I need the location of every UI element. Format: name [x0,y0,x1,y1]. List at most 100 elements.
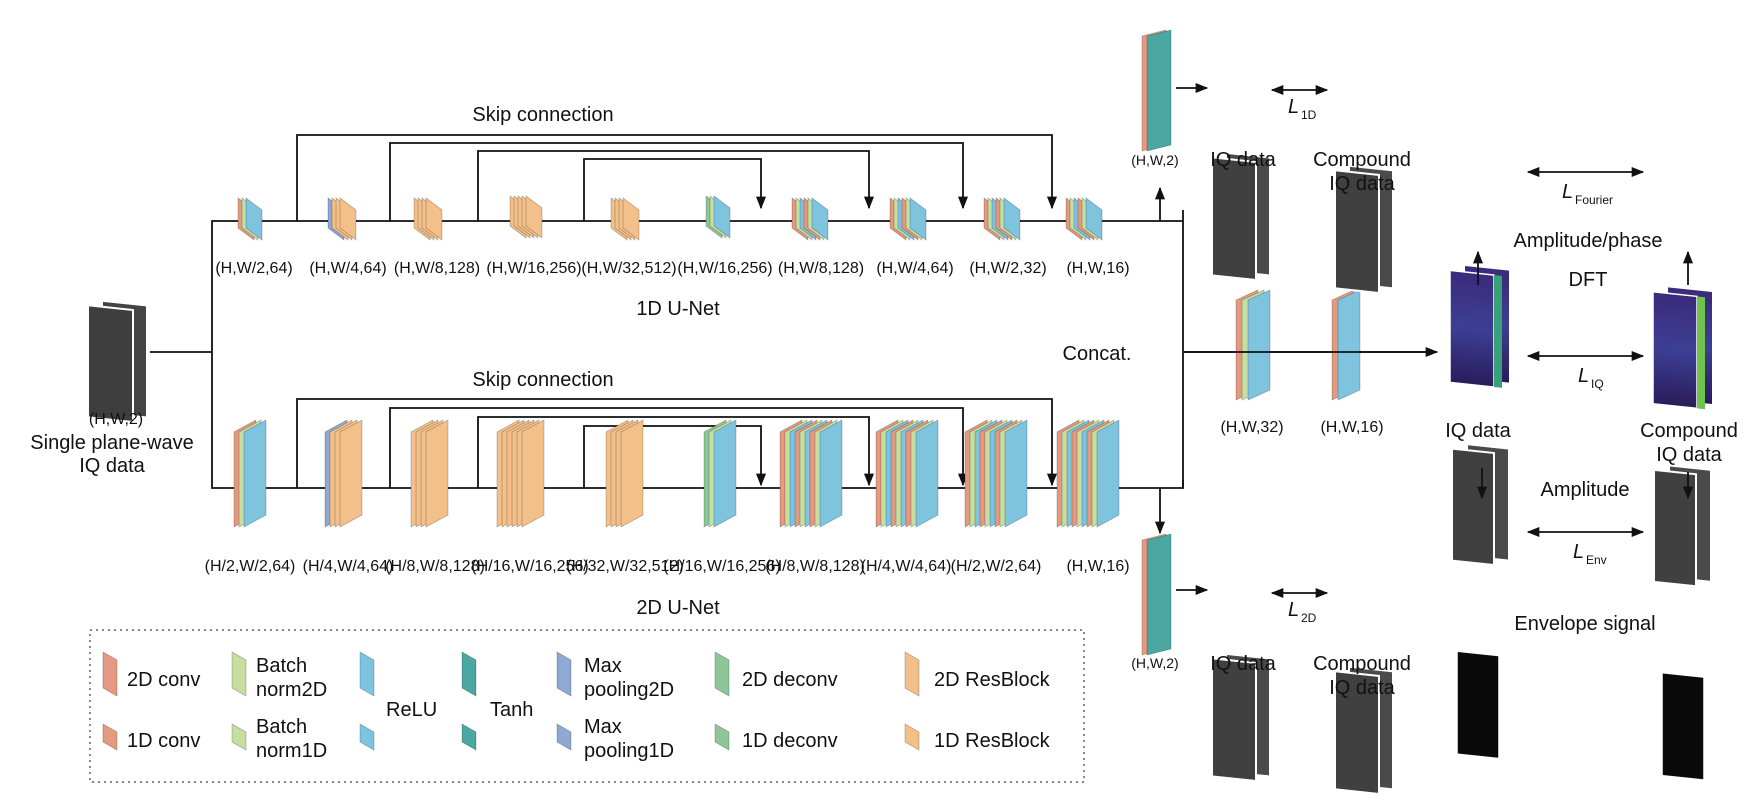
skip-connection-top-label: Skip connection [472,104,613,126]
block-1d-10-layer-5 [1085,197,1103,241]
bottom-iq-label: IQ data [1210,653,1276,675]
block-2d-10-layer-8 [1096,419,1120,528]
legend-icon-tanh2d [461,651,477,697]
unet2d-label: 2D U-Net [636,597,720,619]
skip-1d-3 [477,150,875,221]
legend-relu: ReLU [386,699,437,721]
block-1d-9-layer-5 [1003,197,1021,241]
dim-2d-1: (H/2,W/2,64) [205,558,296,575]
top-compound-label-1: Compound [1313,149,1411,171]
legend-icon-tanh1d [461,723,477,751]
block-2d-8-layer-8 [915,419,939,528]
legend-icon-bn2d [231,651,247,697]
legend-icon-res1d [904,723,920,751]
loss-env-symbol: L [1573,541,1584,563]
dim-1d-4: (H,W/16,256) [486,260,581,277]
block-2d-3-layer-3 [425,419,449,528]
top-output-layer-1 [1146,29,1172,152]
bottom-output-block [1141,533,1172,656]
loss-iq-symbol: L [1578,365,1589,387]
legend-icon-res2d [904,651,920,697]
legend-box [89,629,1085,783]
legend-icon-relu1d [359,723,375,751]
skip-1d-1 [296,134,1058,221]
legend-conv1d: 1D conv [127,730,200,752]
unet1d-main-path [150,210,1184,353]
legend-icon-relu2d [359,651,375,697]
block-1d-2-layer-3 [339,197,357,241]
bottom-out-dim: (H,W,2) [1131,655,1178,671]
legend-deconv2d: 2D deconv [742,669,838,691]
envelope-label: Envelope signal [1514,613,1655,635]
dim-1d-7: (H,W/8,128) [778,260,864,277]
dim-2d-6: (H/16,W/16,256) [663,558,780,575]
bottom-compound-label-2: IQ data [1329,677,1395,699]
input-title-1: Single plane-wave [30,432,193,454]
final-iq-label: IQ data [1445,420,1511,442]
skip-2d-2 [389,407,969,488]
dim-2d-4: (H/16,W/16,256) [471,558,588,575]
spectrum-left [1449,265,1509,388]
loss-fourier-sub: Fourier [1575,193,1613,207]
legend-mp1d-2: pooling1D [584,740,674,762]
legend-bn2d-2: norm2D [256,679,327,701]
unet2d-dims: (H/2,W/2,64) (H/4,W/4,64) (H/8,W/8,128) … [205,558,1130,575]
block-1d-4-layer-4 [525,195,543,239]
skip-2d-4 [583,425,767,488]
input-title-2: IQ data [79,455,145,477]
loss-iq-sub: IQ [1591,377,1604,391]
dim-2d-5: (H/32,W/32,512) [566,558,683,575]
concat-dim-1: (H,W,32) [1220,419,1283,436]
iq-texture [87,304,134,424]
unet1d-dims: (H,W/2,64) (H,W/4,64) (H,W/8,128) (H,W/1… [215,260,1129,277]
top-out-dim: (H,W,2) [1131,152,1178,168]
input-iq-image [87,299,148,424]
dim-1d-2: (H,W/4,64) [309,260,386,277]
dim-1d-8: (H,W/4,64) [876,260,953,277]
block-2d-5-layer-3 [620,419,644,528]
final-compound-label-1: Compound [1640,420,1738,442]
legend-res1d: 1D ResBlock [934,730,1051,752]
unet1d-blocks [237,195,1103,241]
concat-block-1-layer-2 [1247,289,1271,401]
legend-mp1d-1: Max [584,716,622,738]
bottom-output-layer-1 [1146,533,1172,656]
envelope-left [1456,650,1500,760]
concat-blocks [1235,289,1361,401]
dim-1d-10: (H,W,16) [1066,260,1129,277]
dim-1d-6: (H,W/16,256) [677,260,772,277]
dim-1d-3: (H,W/8,128) [394,260,480,277]
final-iq-image [1451,443,1510,567]
block-1d-5-layer-3 [622,197,640,241]
legend-deconv1d: 1D deconv [742,730,838,752]
legend-icons [102,651,920,751]
dft-label: DFT [1569,269,1608,291]
legend-icon-bn1d [231,723,247,751]
dim-1d-9: (H,W/2,32) [969,260,1046,277]
final-compound-image [1653,464,1712,588]
block-1d-1-layer-2 [245,197,263,241]
legend-bn1d-1: Batch [256,716,307,738]
legend-res2d: 2D ResBlock [934,669,1051,691]
block-2d-6-layer-2 [713,419,737,528]
amp-phase-label: Amplitude/phase [1514,230,1663,252]
top-output-block [1141,29,1172,152]
concat-label: Concat. [1063,343,1132,365]
block-1d-6-layer-2 [713,195,731,239]
skip-connection-bottom-label: Skip connection [472,369,613,391]
legend-bn1d-2: norm1D [256,740,327,762]
block-2d-9-layer-8 [1004,419,1028,528]
block-2d-4-layer-5 [521,419,545,528]
loss-env-sub: Env [1586,553,1607,567]
top-iq-image [1211,151,1271,282]
block-1d-7-layer-5 [811,197,829,241]
loss-2d-symbol: L [1288,599,1299,621]
skip-2d-1 [296,398,1058,488]
legend-mp2d-2: pooling2D [584,679,674,701]
bottom-iq-image [1211,652,1271,783]
legend-icon-conv1d [102,723,118,751]
top-compound-image [1334,164,1394,295]
legend-icon-mp1d [556,723,572,751]
block-2d-1-layer-2 [243,419,267,528]
